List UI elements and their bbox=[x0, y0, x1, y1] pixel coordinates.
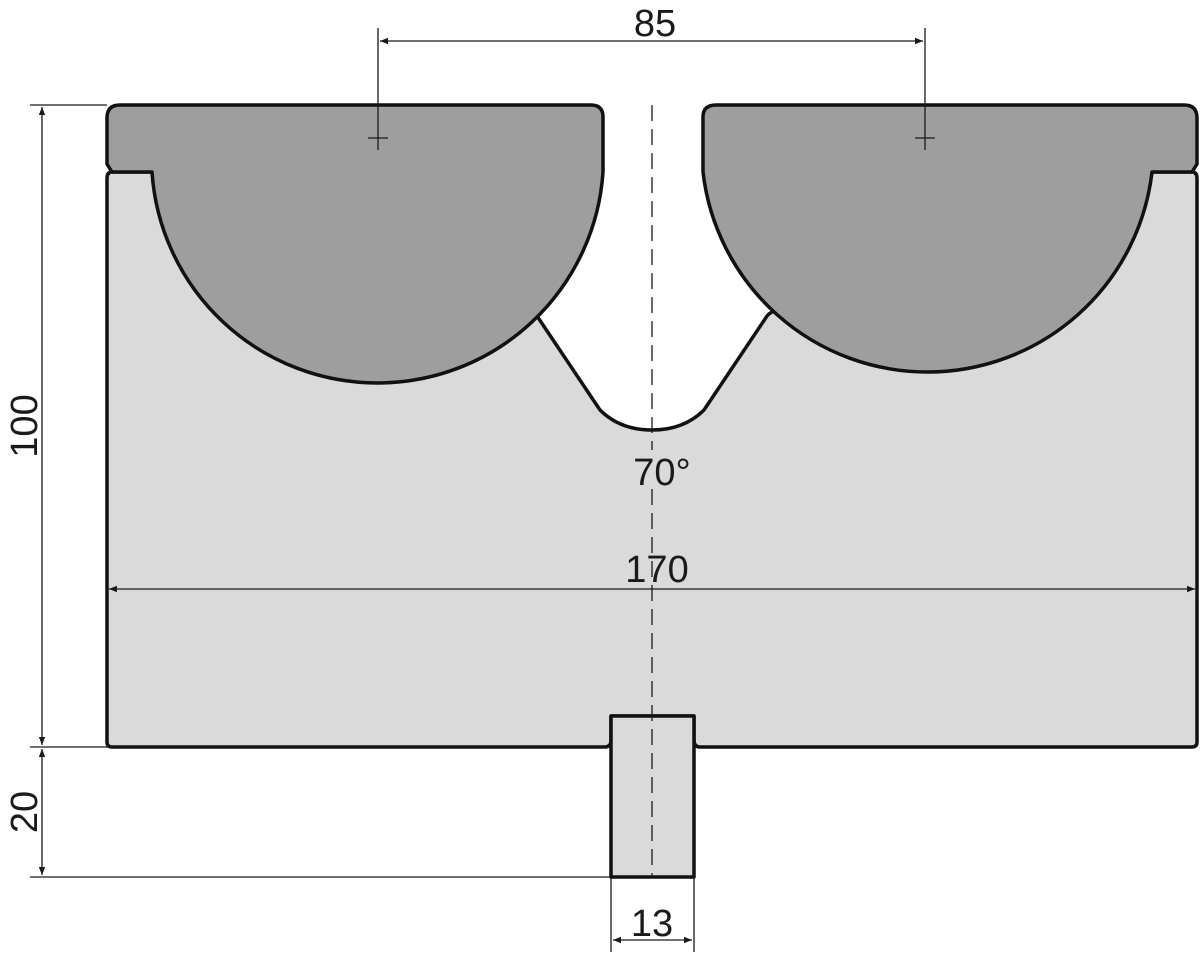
tang-width-label: 13 bbox=[631, 903, 673, 945]
right-roll bbox=[701, 103, 1199, 374]
right-roll-center-mark bbox=[915, 128, 935, 150]
width-label: 170 bbox=[625, 549, 688, 591]
left-roll bbox=[105, 103, 605, 385]
tang-height-label: 20 bbox=[4, 791, 46, 833]
width-dimension: 170 bbox=[109, 549, 1195, 593]
tang-height-dimension: 20 bbox=[4, 749, 611, 878]
angle-label-bg bbox=[628, 450, 692, 488]
left-roll-center-mark bbox=[368, 128, 388, 150]
v-angle-label: 70° bbox=[633, 452, 690, 494]
tang-width-dimension: 13 bbox=[610, 877, 695, 952]
height-dimension: 100 bbox=[4, 104, 611, 748]
height-label: 100 bbox=[4, 394, 46, 457]
roll-spacing-dimension: 85 bbox=[377, 3, 926, 128]
roll-spacing-label: 85 bbox=[634, 3, 676, 45]
